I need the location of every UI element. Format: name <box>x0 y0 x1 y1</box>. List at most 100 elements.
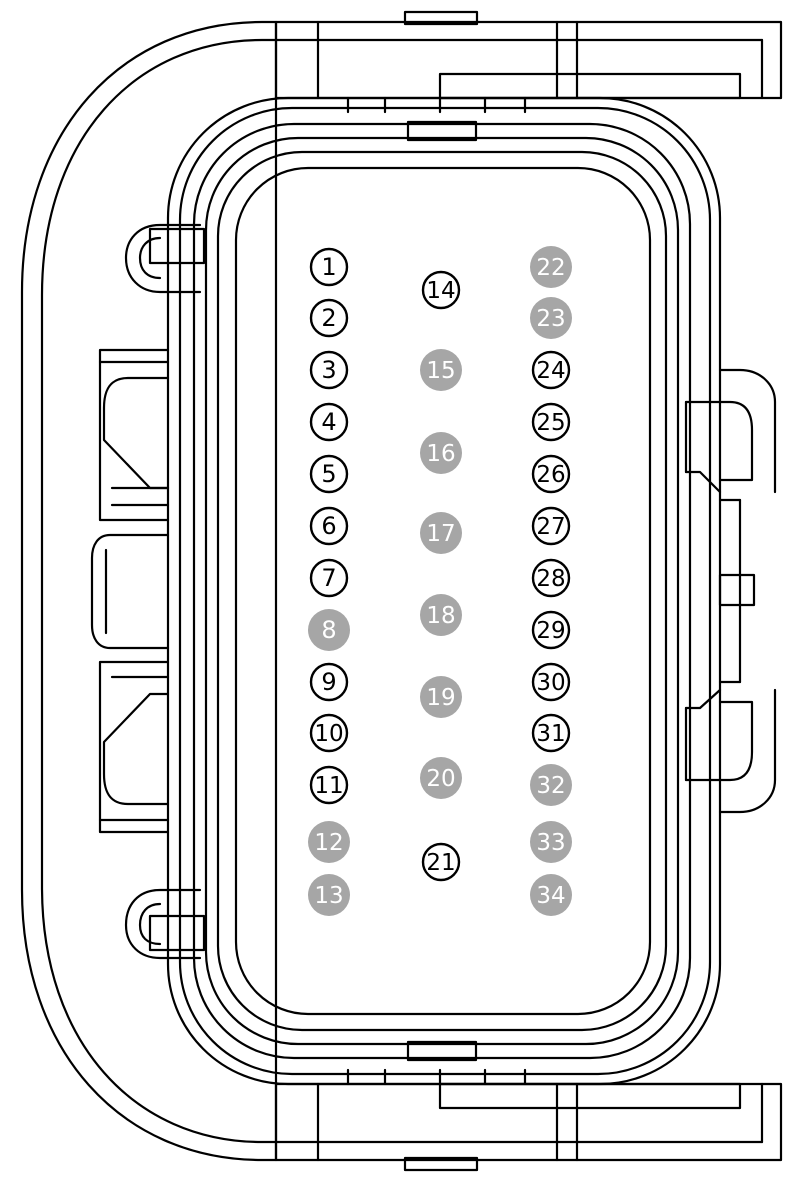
pin-23: 23 <box>530 297 572 339</box>
cavity-inner <box>234 166 652 1016</box>
outer-shell <box>20 20 278 1162</box>
right-key <box>718 573 756 607</box>
pin-9-label: 9 <box>321 668 336 696</box>
pin-4-circle <box>309 402 349 442</box>
pin-21-label: 21 <box>426 850 455 876</box>
pin-cavities: 1234567891011121314151617181920212223242… <box>308 246 572 916</box>
pin-31-label: 31 <box>536 721 565 747</box>
pin-19-circle <box>420 676 462 718</box>
top-latch-outer <box>274 20 783 100</box>
pin-30-label: 30 <box>536 670 565 696</box>
pin-26: 26 <box>531 454 571 494</box>
pin-11: 11 <box>309 765 349 805</box>
pin-14-label: 14 <box>426 278 455 304</box>
pin-18-label: 18 <box>426 603 455 629</box>
pin-33: 33 <box>530 821 572 863</box>
pin-9: 9 <box>309 662 349 702</box>
pin-24-label: 24 <box>536 358 565 384</box>
right-clip-top <box>718 368 777 494</box>
pin-10-label: 10 <box>314 721 343 747</box>
pin-31-circle <box>531 713 571 753</box>
pin-22-circle <box>530 246 572 288</box>
pin-7-label: 7 <box>321 564 336 592</box>
pin-6-circle <box>309 506 349 546</box>
pin-9-circle <box>309 662 349 702</box>
pin-14: 14 <box>421 270 461 310</box>
pin-32-circle <box>530 764 572 806</box>
pin-30-circle <box>531 662 571 702</box>
pin-7: 7 <box>309 558 349 598</box>
pin-28: 28 <box>531 558 571 598</box>
pin-5-circle <box>309 454 349 494</box>
pin-6: 6 <box>309 506 349 546</box>
right-clip-bottom <box>718 688 777 814</box>
left-lock-top <box>98 348 170 522</box>
pin-34-label: 34 <box>536 883 565 909</box>
pin-3: 3 <box>309 350 349 390</box>
pin-5-label: 5 <box>321 460 336 488</box>
left-lock-bottom <box>98 660 170 834</box>
pin-17-circle <box>420 512 462 554</box>
pin-2: 2 <box>309 298 349 338</box>
pin-10: 10 <box>309 713 349 753</box>
pin-33-label: 33 <box>536 830 565 856</box>
pin-24: 24 <box>531 350 571 390</box>
pin-26-label: 26 <box>536 462 565 488</box>
pin-10-circle <box>309 713 349 753</box>
pin-28-circle <box>531 558 571 598</box>
pin-8-circle <box>308 609 350 651</box>
pin-8: 8 <box>308 609 350 651</box>
pin-30: 30 <box>531 662 571 702</box>
bottom-key <box>406 1040 478 1062</box>
pin-25-label: 25 <box>536 410 565 436</box>
pin-12-circle <box>308 821 350 863</box>
pin-25: 25 <box>531 402 571 442</box>
pin-18: 18 <box>420 594 462 636</box>
pin-22-label: 22 <box>536 255 565 281</box>
pin-27-label: 27 <box>536 514 565 540</box>
pin-22: 22 <box>530 246 572 288</box>
pin-17-label: 17 <box>426 521 455 547</box>
top-latch-tab <box>403 10 479 26</box>
pin-29-label: 29 <box>536 618 565 644</box>
pin-26-circle <box>531 454 571 494</box>
top-key <box>406 120 478 142</box>
pin-23-circle <box>530 297 572 339</box>
pin-2-circle <box>309 298 349 338</box>
pin-20: 20 <box>420 757 462 799</box>
pin-34: 34 <box>530 874 572 916</box>
cavity-outer <box>216 150 668 1032</box>
pin-19: 19 <box>420 676 462 718</box>
left-clip-bottom <box>124 888 202 960</box>
pin-23-label: 23 <box>536 306 565 332</box>
pin-16-circle <box>420 432 462 474</box>
body-outline-1 <box>166 96 722 1086</box>
left-middle-rail <box>90 533 170 650</box>
pin-15-label: 15 <box>426 358 455 384</box>
pin-1-circle <box>309 247 349 287</box>
pin-28-label: 28 <box>536 566 565 592</box>
pin-27: 27 <box>531 506 571 546</box>
pin-5: 5 <box>309 454 349 494</box>
pin-13-label: 13 <box>314 883 343 909</box>
pin-1-label: 1 <box>321 253 336 281</box>
pin-21-circle <box>421 842 461 882</box>
body-outline-2 <box>178 106 712 1076</box>
bottom-latch-outer <box>274 1082 783 1162</box>
pin-20-label: 20 <box>426 766 455 792</box>
pin-15-circle <box>420 349 462 391</box>
pin-20-circle <box>420 757 462 799</box>
pin-29: 29 <box>531 610 571 650</box>
pin-3-label: 3 <box>321 356 336 384</box>
pin-16: 16 <box>420 432 462 474</box>
pin-4-label: 4 <box>321 408 336 436</box>
pin-14-circle <box>421 270 461 310</box>
pin-11-label: 11 <box>314 773 343 799</box>
body-outline-3 <box>192 122 692 1060</box>
pin-21: 21 <box>421 842 461 882</box>
pin-15: 15 <box>420 349 462 391</box>
pin-12-label: 12 <box>314 830 343 856</box>
pin-29-circle <box>531 610 571 650</box>
